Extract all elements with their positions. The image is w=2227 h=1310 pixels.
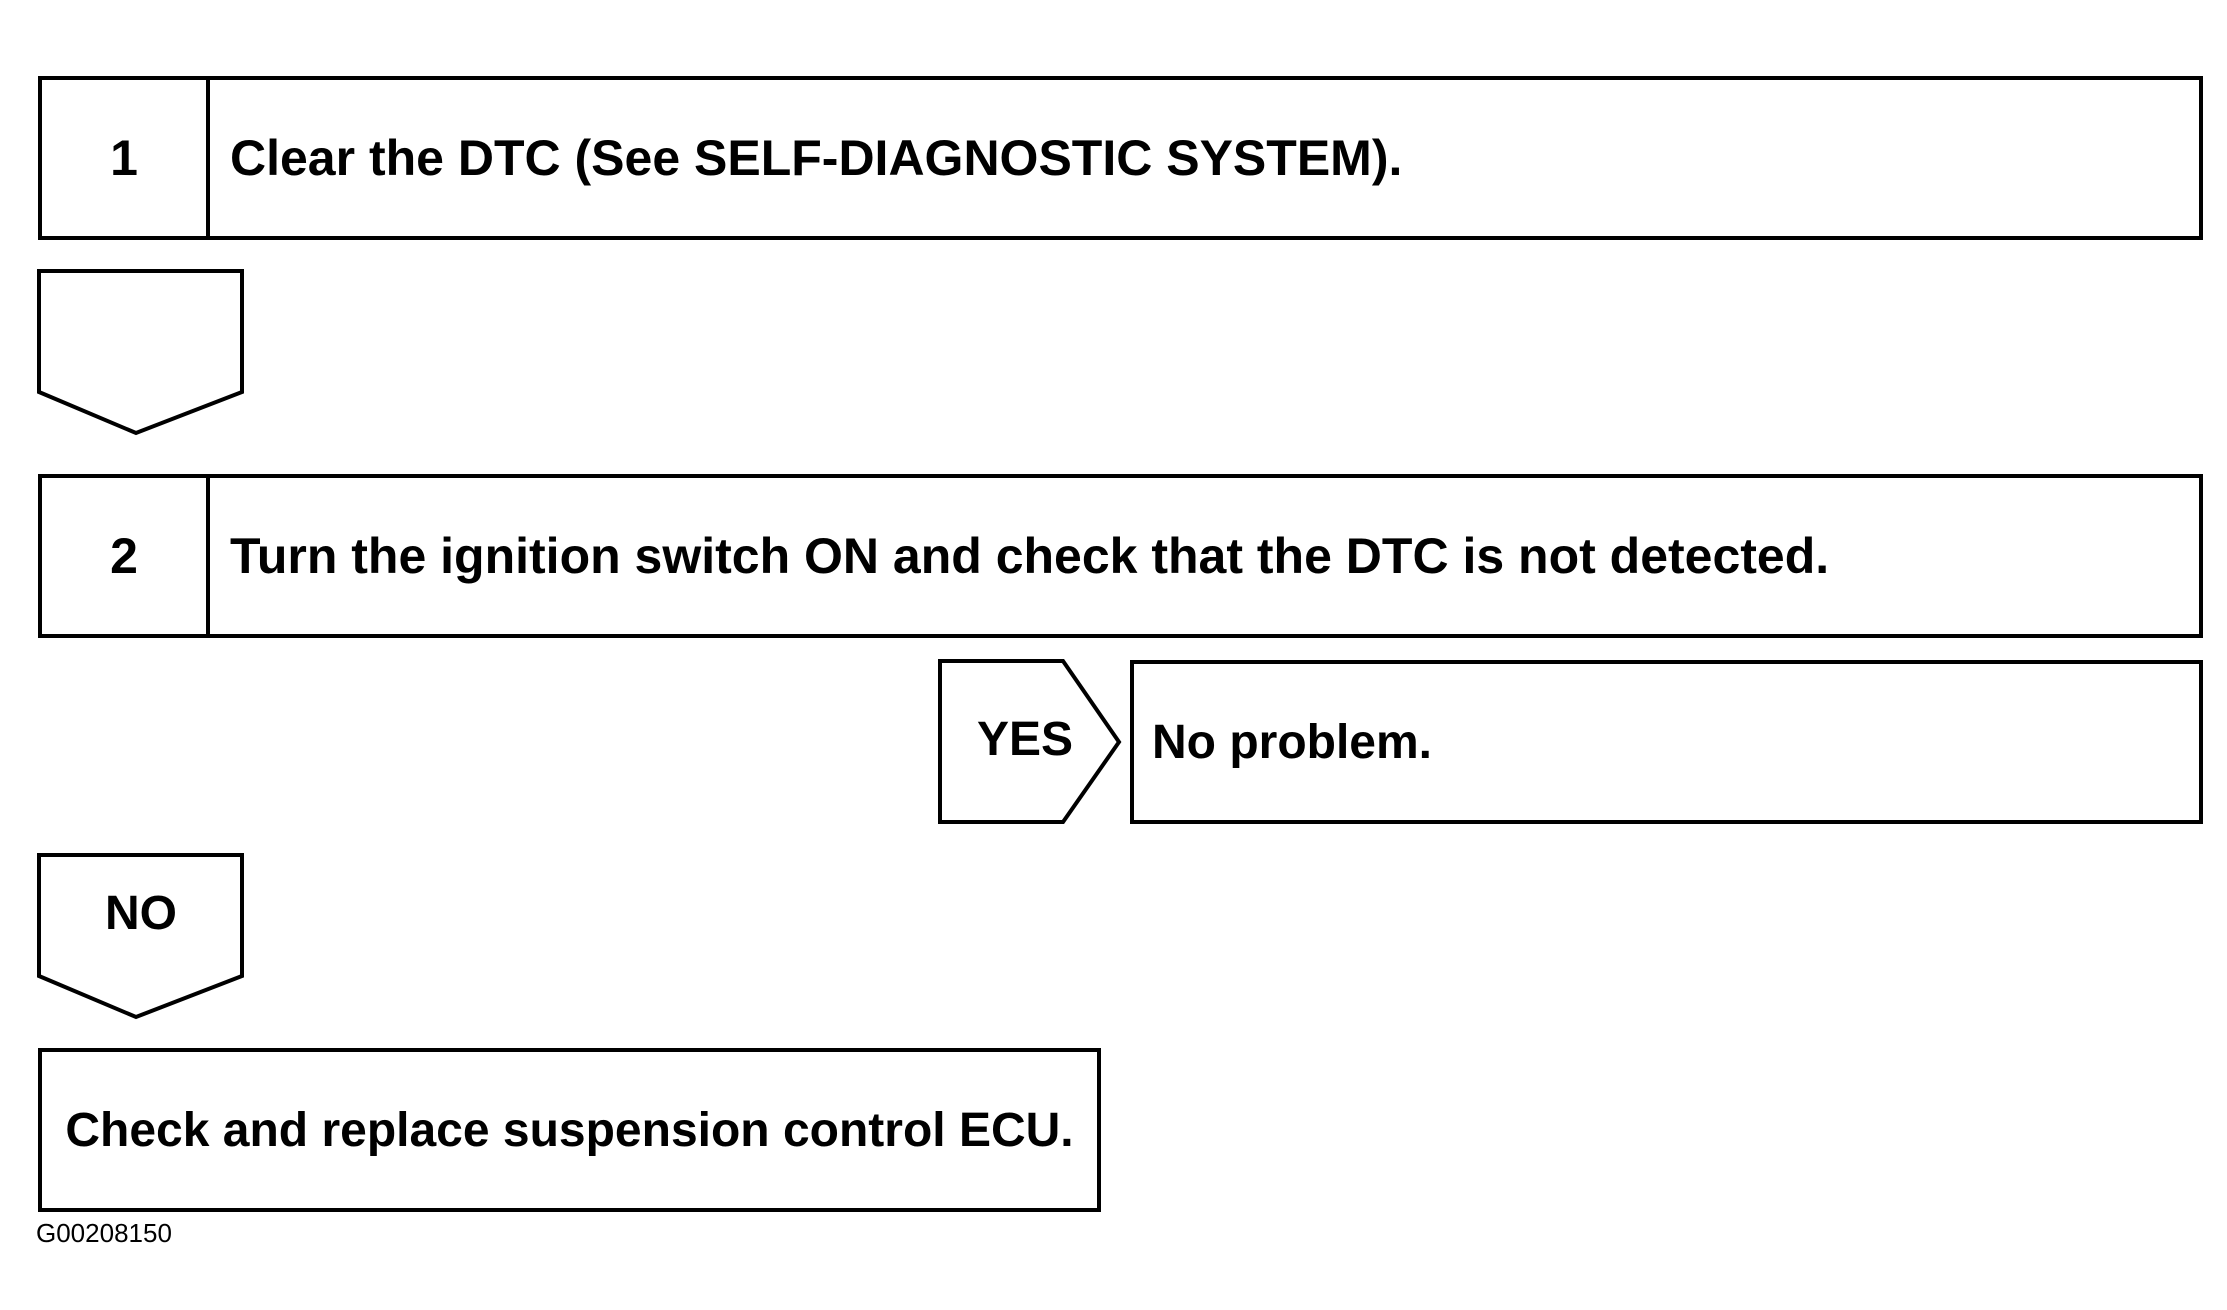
step-2-box: 2 Turn the ignition switch ON and check … <box>38 474 2203 638</box>
no-result-text: Check and replace suspension control ECU… <box>65 1103 1074 1157</box>
no-label: NO <box>105 887 177 940</box>
step-1-number: 1 <box>42 80 210 236</box>
no-arrow <box>37 853 244 1020</box>
no-result-box: Check and replace suspension control ECU… <box>38 1048 1101 1212</box>
yes-arrow <box>938 659 1122 824</box>
down-arrow-1 <box>37 269 244 436</box>
step-1-box: 1 Clear the DTC (See SELF-DIAGNOSTIC SYS… <box>38 76 2203 240</box>
yes-result-box: No problem. <box>1130 660 2203 824</box>
figure-id: G00208150 <box>36 1218 172 1248</box>
yes-label: YES <box>976 713 1074 766</box>
yes-result-text: No problem. <box>1152 715 1433 769</box>
step-2-number: 2 <box>42 478 210 634</box>
step-2-text: Turn the ignition switch ON and check th… <box>230 528 1830 584</box>
step-1-text: Clear the DTC (See SELF-DIAGNOSTIC SYSTE… <box>230 130 1403 186</box>
